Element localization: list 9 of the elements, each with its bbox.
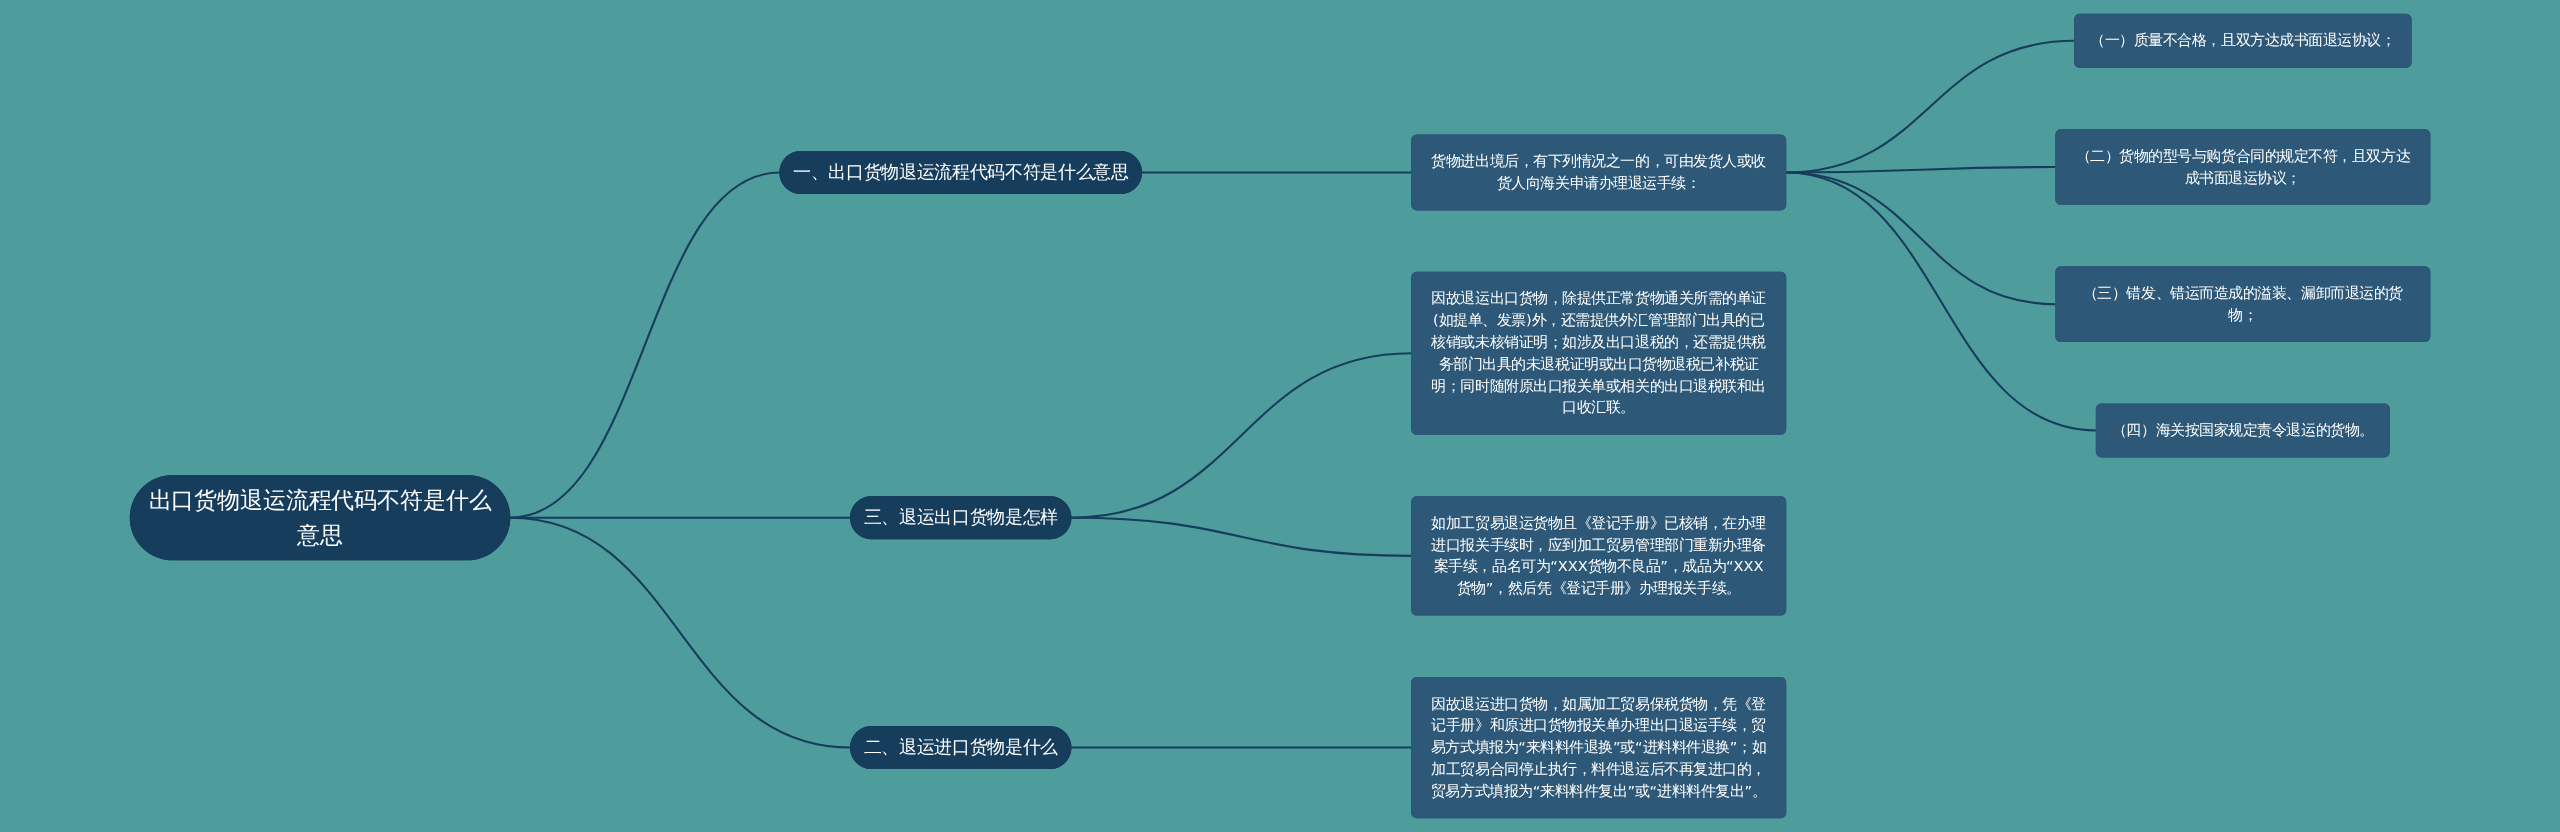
connector [1070, 516, 1412, 557]
connector [509, 171, 781, 519]
connector [1141, 171, 1412, 174]
connector [1785, 171, 2097, 432]
connector [1070, 746, 1412, 749]
connector [1785, 39, 2075, 174]
connector [509, 516, 851, 749]
connector [1785, 166, 2056, 174]
connector [509, 516, 851, 519]
